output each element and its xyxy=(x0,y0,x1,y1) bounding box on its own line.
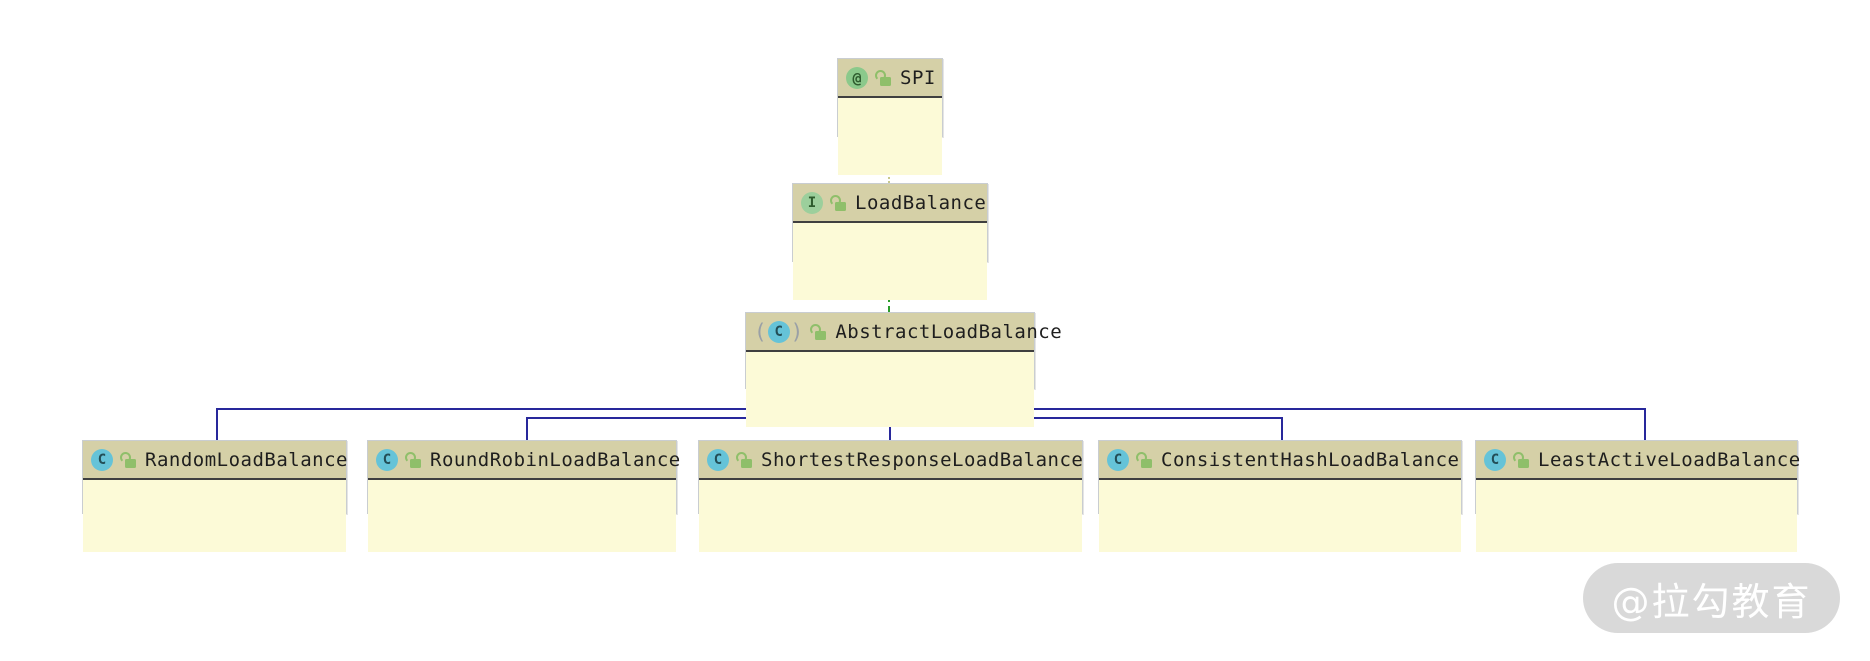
node-randomloadbalance[interactable]: C RandomLoadBalance xyxy=(82,440,348,552)
edge-segment xyxy=(526,417,528,440)
class-name: SPI xyxy=(900,66,936,89)
node-body xyxy=(793,223,987,300)
class-icon: C xyxy=(1484,448,1506,471)
watermark-badge: @拉勾教育 xyxy=(1583,563,1840,633)
public-lock-icon xyxy=(120,451,136,468)
class-icon: C xyxy=(767,320,790,343)
node-body xyxy=(838,98,942,175)
public-lock-icon xyxy=(1513,451,1529,468)
node-consistenthashloadbalance[interactable]: C ConsistentHashLoadBalance xyxy=(1098,440,1462,552)
public-lock-icon xyxy=(405,451,421,468)
edge-segment xyxy=(1281,417,1283,440)
edge-segment xyxy=(1004,408,1646,410)
class-name: AbstractLoadBalance xyxy=(835,320,1063,343)
public-lock-icon xyxy=(736,451,752,468)
node-body xyxy=(1099,480,1461,552)
node-header: I LoadBalance xyxy=(793,184,987,223)
node-loadbalance[interactable]: I LoadBalance xyxy=(792,183,988,300)
abstract-class-icon: C xyxy=(754,320,803,343)
node-leastactiveloadbalance[interactable]: C LeastActiveLoadBalance xyxy=(1475,440,1800,552)
class-name: ShortestResponseLoadBalance xyxy=(761,448,1084,471)
node-header: C AbstractLoadBalance xyxy=(746,313,1062,352)
node-header: C RoundRobinLoadBalance xyxy=(368,441,680,480)
public-lock-icon xyxy=(1136,451,1152,468)
class-name: LeastActiveLoadBalance xyxy=(1538,448,1801,471)
node-body xyxy=(1476,480,1797,552)
node-shortestresponseloadbalance[interactable]: C ShortestResponseLoadBalance xyxy=(698,440,1084,552)
edge-segment xyxy=(947,417,1283,419)
edge-segment xyxy=(1644,408,1646,440)
node-header: C ShortestResponseLoadBalance xyxy=(699,441,1084,480)
interface-icon: I xyxy=(801,191,823,214)
class-name: LoadBalance xyxy=(855,191,987,214)
class-icon: C xyxy=(376,448,398,471)
node-header: C LeastActiveLoadBalance xyxy=(1476,441,1800,480)
node-body xyxy=(746,352,1034,427)
node-body xyxy=(83,480,346,552)
edge-segment xyxy=(216,408,218,440)
edge-segment xyxy=(526,417,834,419)
node-spi[interactable]: @ SPI xyxy=(837,58,943,175)
edge-segment xyxy=(216,408,779,410)
class-icon: C xyxy=(91,448,113,471)
public-lock-icon xyxy=(875,69,891,86)
annotation-icon: @ xyxy=(846,66,868,89)
node-body xyxy=(368,480,676,552)
node-header: C RandomLoadBalance xyxy=(83,441,348,480)
node-roundrobinloadbalance[interactable]: C RoundRobinLoadBalance xyxy=(367,440,680,552)
node-abstractloadbalance[interactable]: C AbstractLoadBalance xyxy=(745,312,1062,427)
class-icon: C xyxy=(707,448,729,471)
class-name: RandomLoadBalance xyxy=(145,448,348,471)
public-lock-icon xyxy=(810,323,827,340)
node-header: C ConsistentHashLoadBalance xyxy=(1099,441,1461,480)
node-header: @ SPI xyxy=(838,59,942,98)
class-icon: C xyxy=(1107,448,1129,471)
node-body xyxy=(699,480,1082,552)
class-name: ConsistentHashLoadBalance xyxy=(1161,448,1460,471)
class-name: RoundRobinLoadBalance xyxy=(430,448,681,471)
public-lock-icon xyxy=(830,194,846,211)
